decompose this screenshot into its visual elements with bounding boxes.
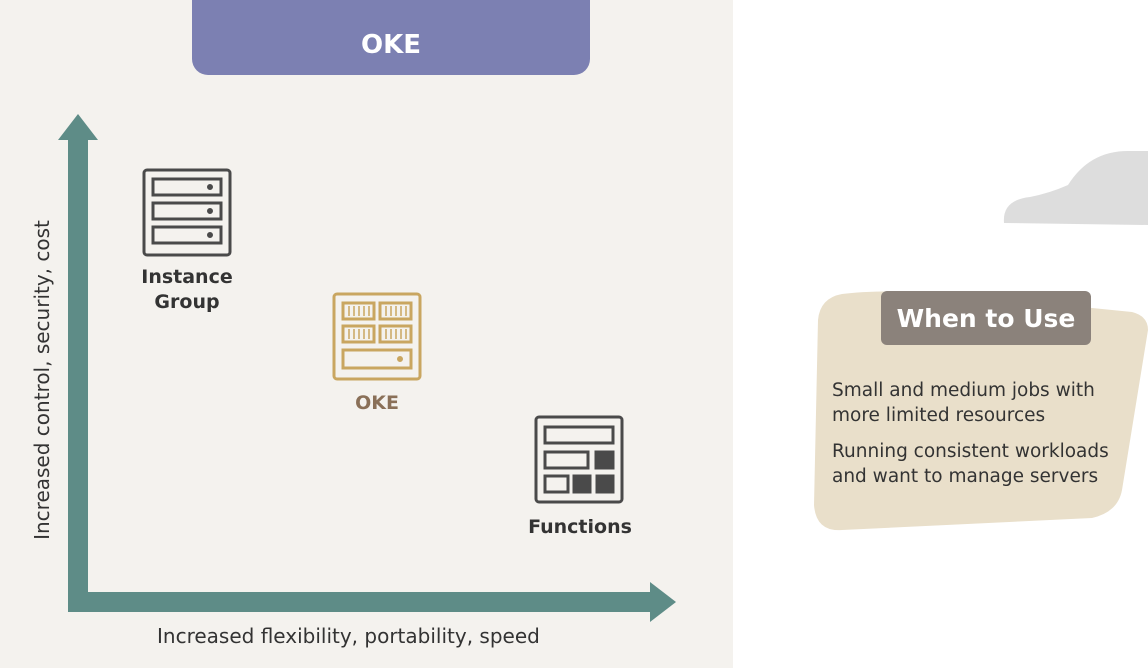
banner-title: OKE [360, 29, 421, 60]
axes [58, 114, 676, 622]
item-line: Small and medium jobs with [832, 380, 1095, 401]
when-to-use-card [814, 291, 1148, 531]
oke-banner: OKE [192, 0, 590, 75]
use-case-item: Running consistent workloads and want to … [832, 439, 1109, 489]
y-axis-label: Increased control, security, cost [30, 220, 54, 540]
x-axis-arrow [68, 582, 676, 622]
functions-label: Functions [528, 516, 632, 538]
use-case-item: Small and medium jobs with more limited r… [832, 378, 1095, 428]
cloud-decoration [1003, 150, 1148, 225]
card-title: When to Use [896, 303, 1076, 333]
oke-label: OKE [355, 392, 399, 414]
item-line: Running consistent workloads [832, 441, 1109, 462]
label-line: Group [154, 291, 220, 313]
container-cluster-icon [332, 292, 422, 381]
item-line: and want to manage servers [832, 466, 1099, 487]
diagram-panel [0, 0, 733, 668]
label-line: Instance [141, 266, 233, 288]
item-line: more limited resources [832, 405, 1046, 426]
server-rack-icon [142, 168, 232, 257]
x-axis-label: Increased flexibility, portability, spee… [157, 624, 540, 648]
when-to-use-badge: When to Use [881, 291, 1091, 345]
functions-icon [534, 415, 624, 504]
y-axis-arrow [58, 114, 98, 612]
